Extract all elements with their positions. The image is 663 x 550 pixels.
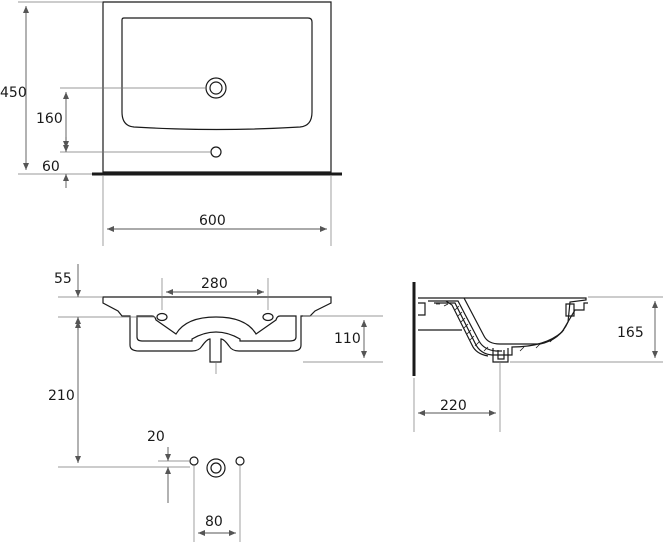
dim-overall-depth: 450: [0, 85, 27, 101]
small-hole-left: [189, 456, 199, 466]
drain-hole-top: [205, 77, 227, 99]
right-mount-hole: [262, 312, 274, 322]
dim-bowl-drop: 110: [334, 331, 361, 347]
side-section: [412, 282, 588, 376]
side-dimensions: 220 165: [413, 296, 663, 432]
top-view: [92, 1, 342, 176]
hole-detail: 20 80: [147, 429, 245, 542]
dim-front-to-drain: 60: [42, 159, 60, 175]
dim-overall-width: 600: [199, 213, 226, 229]
dim-tap-hole-offset: 160: [36, 111, 63, 127]
front-dimensions: 280 55 110 210: [48, 264, 383, 468]
small-hole-right: [235, 456, 245, 466]
dim-mount-spacing: 280: [201, 276, 228, 292]
dim-rim-height: 55: [54, 271, 72, 287]
top-dimensions: 450 160 60 600: [0, 1, 332, 246]
dim-side-height: 165: [617, 325, 644, 341]
left-mount-hole: [156, 312, 168, 322]
dim-drain-to-holes: 20: [147, 429, 165, 445]
tap-hole-top: [210, 146, 222, 158]
dim-side-depth: 220: [440, 398, 467, 414]
dim-bottom-to-holes: 210: [48, 388, 75, 404]
drain-hole-detail: [206, 458, 226, 478]
dim-holes-spacing: 80: [205, 514, 223, 530]
front-view: [102, 296, 332, 374]
